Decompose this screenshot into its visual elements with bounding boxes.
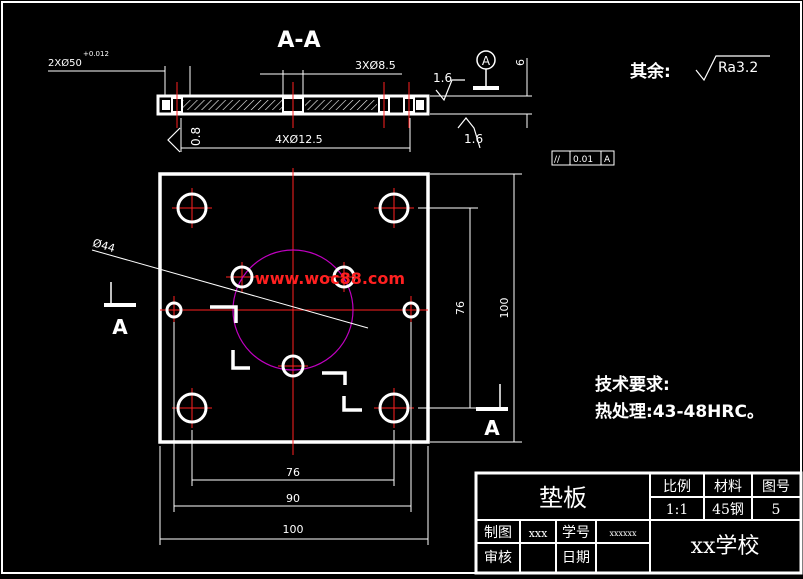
drawing-no-label: 图号: [762, 479, 790, 495]
tolerance-symbol: //: [554, 155, 561, 165]
dim-2x-tol: +0.012: [83, 50, 109, 58]
dim-3x-hole: 3XØ8.5: [355, 59, 396, 72]
surface-finish-prefix: 其余:: [630, 61, 671, 82]
cut-marker-left: A: [112, 315, 128, 339]
roughness-value: 0.8: [189, 127, 203, 146]
l-bracket: [231, 350, 250, 370]
plate-outline: [158, 172, 430, 444]
dim-inner-height: 76: [454, 301, 467, 315]
dim-2x-hole: 2XØ50: [48, 57, 82, 69]
dim-outer-width: 100: [283, 523, 304, 536]
dim-mid-width: 90: [286, 492, 300, 505]
drawn-value: xxx: [529, 527, 548, 540]
pin-hole: [165, 301, 183, 319]
tolerance-value: 0.01: [573, 155, 593, 165]
student-id-label: 学号: [562, 525, 590, 541]
drawing-no-value: 5: [772, 502, 781, 518]
plan-view: Ø44 www.woc88.com A A 76 100: [91, 168, 522, 545]
dim-inner-width: 76: [286, 466, 300, 479]
roughness-value: 1.6: [433, 71, 452, 85]
cut-marker-bar: [476, 407, 508, 411]
tolerance-frame: [551, 150, 615, 166]
pin-hole: [402, 301, 420, 319]
scale-label: 比例: [663, 479, 691, 495]
drawn-label: 制图: [484, 525, 512, 541]
roughness-value: 1.6: [464, 132, 483, 146]
corner-hole: [378, 192, 410, 224]
date-label: 日期: [562, 550, 590, 566]
section-view: A-A: [48, 28, 615, 166]
dim-circle: Ø44: [91, 236, 116, 255]
watermark: www.woc88.com: [255, 269, 405, 288]
material-label: 材料: [714, 479, 742, 495]
cut-marker-bar: [104, 303, 136, 307]
title-block: 垫板 比例 1:1 材料 45钢 图号 5 制图 xxx 学号 xxxxxx 审…: [474, 471, 803, 575]
technical-notes: 技术要求: 热处理:43-48HRC。: [595, 374, 764, 422]
screw-hole: [332, 265, 356, 289]
screw-hole: [281, 354, 305, 378]
dim-4x-hole: 4XØ12.5: [275, 133, 323, 146]
datum-base: [473, 86, 499, 90]
section-title: A-A: [277, 28, 320, 53]
scale-value: 1:1: [666, 502, 689, 518]
screw-hole: [230, 265, 254, 289]
school-name: xx学校: [691, 534, 760, 559]
dim-thickness: 6: [514, 59, 527, 66]
section-wall: [162, 100, 170, 110]
corner-hole: [378, 392, 410, 424]
student-id-value: xxxxxx: [609, 529, 637, 538]
l-bracket: [342, 396, 362, 412]
section-wall: [416, 100, 424, 110]
tolerance-datum: A: [604, 155, 611, 165]
notes-line: 热处理:43-48HRC。: [595, 401, 764, 422]
surface-finish-note: 其余: Ra3.2: [630, 55, 770, 82]
center-boss-circle: [232, 249, 354, 371]
part-name: 垫板: [539, 484, 587, 512]
l-bracket: [210, 305, 238, 323]
dim-outer-height: 100: [498, 298, 511, 319]
corner-hole: [176, 392, 208, 424]
hatch-area-right: [305, 100, 377, 110]
cut-marker-right: A: [484, 416, 500, 440]
datum-label: A: [482, 54, 491, 68]
material-value: 45钢: [712, 502, 744, 518]
check-label: 审核: [484, 550, 512, 566]
hatch-area-left: [182, 100, 282, 110]
notes-heading: 技术要求:: [595, 374, 670, 395]
surface-finish-value: Ra3.2: [718, 60, 758, 76]
l-bracket: [322, 371, 347, 385]
corner-hole: [176, 192, 208, 224]
